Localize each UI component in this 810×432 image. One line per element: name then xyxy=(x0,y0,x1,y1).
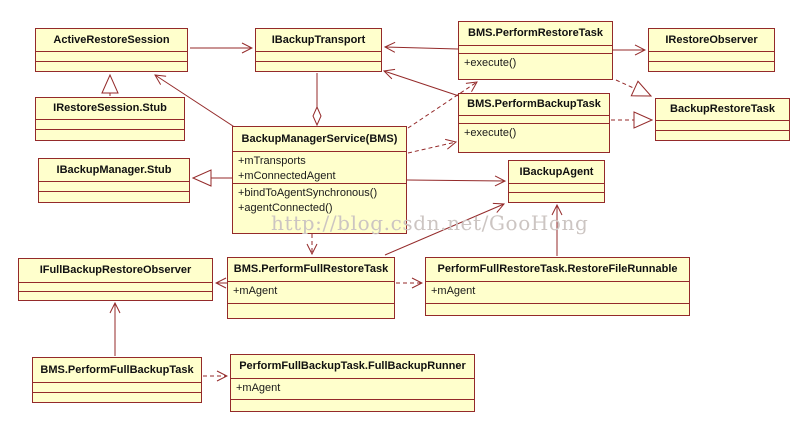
attributes-compartment xyxy=(39,181,189,191)
methods-compartment xyxy=(649,61,774,71)
methods-compartment xyxy=(36,61,187,71)
class-title: BackupRestoreTask xyxy=(670,103,775,115)
attributes-compartment: +mAgent xyxy=(228,281,394,303)
class-box-bms-perform-restore-task: BMS.PerformRestoreTask +execute() xyxy=(458,21,613,80)
member-text: +mAgent xyxy=(431,285,476,297)
attributes-compartment: +mTransports +mConnectedAgent xyxy=(233,151,406,183)
class-title: BMS.PerformRestoreTask xyxy=(468,27,603,39)
methods-compartment xyxy=(36,129,184,140)
methods-compartment xyxy=(656,130,789,140)
class-box-irestore-session-stub: IRestoreSession.Stub xyxy=(35,97,185,141)
watermark-text: http://blog.csdn.net/GooHong xyxy=(271,211,589,235)
class-box-restore-file-runnable: PerformFullRestoreTask.RestoreFileRunnab… xyxy=(425,257,690,316)
member-text: +execute() xyxy=(464,57,517,69)
edge-association-bms-perform-backup-task-to-ibackup-transport xyxy=(384,71,460,97)
class-box-active-restore-session: ActiveRestoreSession xyxy=(35,28,188,72)
class-box-ibackup-manager-stub: IBackupManager.Stub xyxy=(38,158,190,203)
edge-association-bms-perform-restore-task-to-ibackup-transport xyxy=(385,47,459,49)
methods-compartment: +bindToAgentSynchronous() +agentConnected… xyxy=(233,183,406,233)
class-title: BMS.PerformBackupTask xyxy=(467,98,601,110)
member-text: +mConnectedAgent xyxy=(238,170,336,182)
attributes-compartment xyxy=(459,45,612,53)
methods-compartment xyxy=(509,192,604,202)
class-title: IRestoreObserver xyxy=(665,34,758,46)
class-title: IRestoreSession.Stub xyxy=(53,102,167,114)
methods-compartment xyxy=(19,291,212,300)
attributes-compartment xyxy=(509,183,604,192)
class-box-bms-perform-backup-task: BMS.PerformBackupTask +execute() xyxy=(458,93,610,153)
class-title: ActiveRestoreSession xyxy=(53,34,170,46)
attributes-compartment xyxy=(33,382,201,392)
methods-compartment xyxy=(256,61,381,71)
class-title: PerformFullRestoreTask.RestoreFileRunnab… xyxy=(437,263,678,275)
methods-compartment xyxy=(231,399,474,411)
attributes-compartment xyxy=(459,115,609,123)
methods-compartment: +execute() xyxy=(459,53,612,79)
class-box-ifull-backup-restore-observer: IFullBackupRestoreObserver xyxy=(18,258,213,301)
edge-realization-bms-perform-restore-task-to-backup-restore-task xyxy=(615,79,651,96)
member-text: +agentConnected() xyxy=(238,202,333,214)
class-box-bms-perform-full-restore-task: BMS.PerformFullRestoreTask +mAgent xyxy=(227,257,395,319)
class-title: PerformFullBackupTask.FullBackupRunner xyxy=(239,360,466,372)
attributes-compartment xyxy=(256,51,381,61)
class-box-bms-perform-full-backup-task: BMS.PerformFullBackupTask xyxy=(32,357,202,403)
member-text: +mTransports xyxy=(238,155,306,167)
attributes-compartment: +mAgent xyxy=(231,378,474,399)
member-text: +bindToAgentSynchronous() xyxy=(238,187,378,199)
class-title: IBackupAgent xyxy=(519,166,594,178)
methods-compartment xyxy=(33,392,201,402)
class-box-backup-restore-task: BackupRestoreTask xyxy=(655,98,790,141)
attributes-compartment xyxy=(19,282,212,291)
class-box-ibackup-transport: IBackupTransport xyxy=(255,28,382,72)
class-title: IBackupTransport xyxy=(271,34,366,46)
methods-compartment xyxy=(426,303,689,315)
class-box-irestore-observer: IRestoreObserver xyxy=(648,28,775,72)
attributes-compartment xyxy=(36,51,187,61)
class-title: BMS.PerformFullRestoreTask xyxy=(233,263,389,275)
member-text: +execute() xyxy=(464,127,517,139)
class-title: IBackupManager.Stub xyxy=(56,164,172,176)
member-text: +mAgent xyxy=(236,382,281,394)
class-title: IFullBackupRestoreObserver xyxy=(39,264,192,276)
edge-association-backup-manager-service-to-ibackup-agent xyxy=(406,180,505,181)
class-title: BackupManagerService(BMS) xyxy=(241,133,398,145)
class-title: BMS.PerformFullBackupTask xyxy=(40,364,194,376)
methods-compartment xyxy=(39,191,189,202)
edge-dependency-backup-manager-service-to-bms-perform-backup-task xyxy=(407,142,456,154)
class-box-ibackup-agent: IBackupAgent xyxy=(508,160,605,203)
methods-compartment xyxy=(228,303,394,318)
member-text: +mAgent xyxy=(233,285,278,297)
attributes-compartment xyxy=(36,119,184,129)
attributes-compartment: +mAgent xyxy=(426,281,689,303)
class-box-backup-manager-service: BackupManagerService(BMS) +mTransports +mC… xyxy=(232,126,407,234)
methods-compartment: +execute() xyxy=(459,123,609,152)
attributes-compartment xyxy=(649,51,774,61)
attributes-compartment xyxy=(656,120,789,130)
class-box-full-backup-runner: PerformFullBackupTask.FullBackupRunner +m… xyxy=(230,354,475,412)
